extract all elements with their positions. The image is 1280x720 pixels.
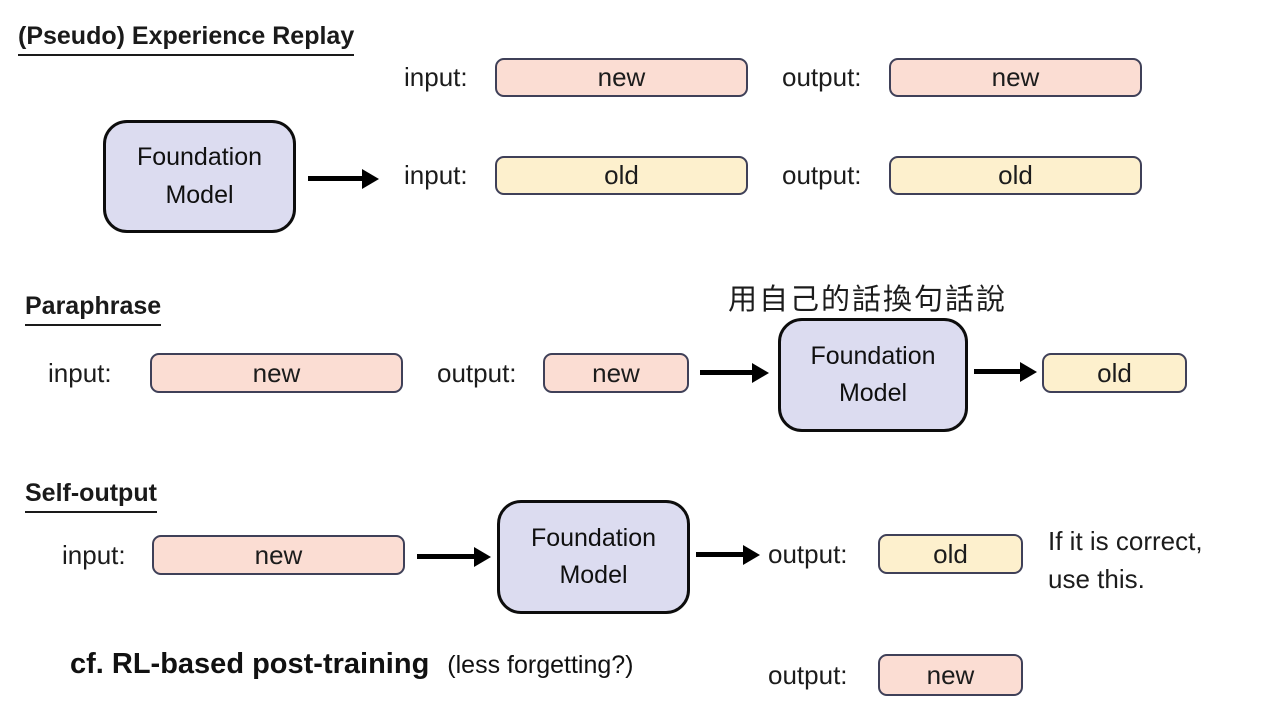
- note-line2: use this.: [1048, 564, 1145, 594]
- foundation-model-box: Foundation Model: [778, 318, 968, 432]
- output-label: output:: [768, 538, 848, 569]
- input-label: input:: [404, 160, 468, 190]
- output-value-pill: new: [889, 58, 1142, 97]
- foundation-model-box: Foundation Model: [497, 500, 690, 614]
- output-value-pill: old: [878, 534, 1023, 574]
- input-label: input:: [62, 539, 126, 570]
- self-output-note: If it is correct, use this.: [1048, 522, 1203, 598]
- arrow-right-icon: [700, 370, 752, 375]
- output-value-pill: old: [889, 156, 1142, 195]
- input-label: input:: [48, 357, 112, 388]
- paraphrase-annotation-chinese: 用自己的話換句話說: [728, 284, 1008, 316]
- output-label: output:: [782, 160, 862, 190]
- foundation-model-label-line1: Foundation: [136, 143, 263, 171]
- output-label: output:: [768, 659, 848, 690]
- input-value-pill: new: [150, 353, 403, 393]
- section-title-experience-replay: (Pseudo) Experience Replay: [18, 22, 355, 56]
- foundation-model-label-line2: Model: [559, 561, 628, 589]
- input-value-pill: new: [152, 535, 405, 575]
- input-value-pill: old: [495, 156, 748, 195]
- foundation-model-box: Foundation Model: [103, 120, 296, 233]
- result-value-pill: old: [1042, 353, 1187, 393]
- output-value-pill: new: [543, 353, 689, 393]
- section-title-paraphrase: Paraphrase: [25, 292, 162, 326]
- footer-cf-line: cf. RL-based post-training (less forgett…: [70, 648, 634, 681]
- foundation-model-label-line1: Foundation: [810, 341, 936, 370]
- arrow-right-icon: [974, 369, 1020, 374]
- foundation-model-label-line2: Model: [165, 180, 234, 209]
- arrow-right-icon: [696, 552, 743, 557]
- arrow-right-icon: [417, 554, 474, 559]
- output-value-pill: new: [878, 654, 1023, 696]
- less-forgetting-note: (less forgetting?): [447, 651, 634, 679]
- input-label: input:: [404, 62, 468, 92]
- cf-rl-post-training-text: cf. RL-based post-training: [70, 648, 430, 680]
- section-title-self-output: Self-output: [25, 479, 157, 513]
- output-label: output:: [437, 357, 517, 388]
- foundation-model-label-line1: Foundation: [530, 523, 657, 552]
- input-value-pill: new: [495, 58, 748, 97]
- note-line1: If it is correct,: [1048, 526, 1203, 556]
- foundation-model-label-line2: Model: [838, 379, 908, 407]
- arrow-right-icon: [308, 176, 362, 181]
- output-label: output:: [782, 62, 862, 92]
